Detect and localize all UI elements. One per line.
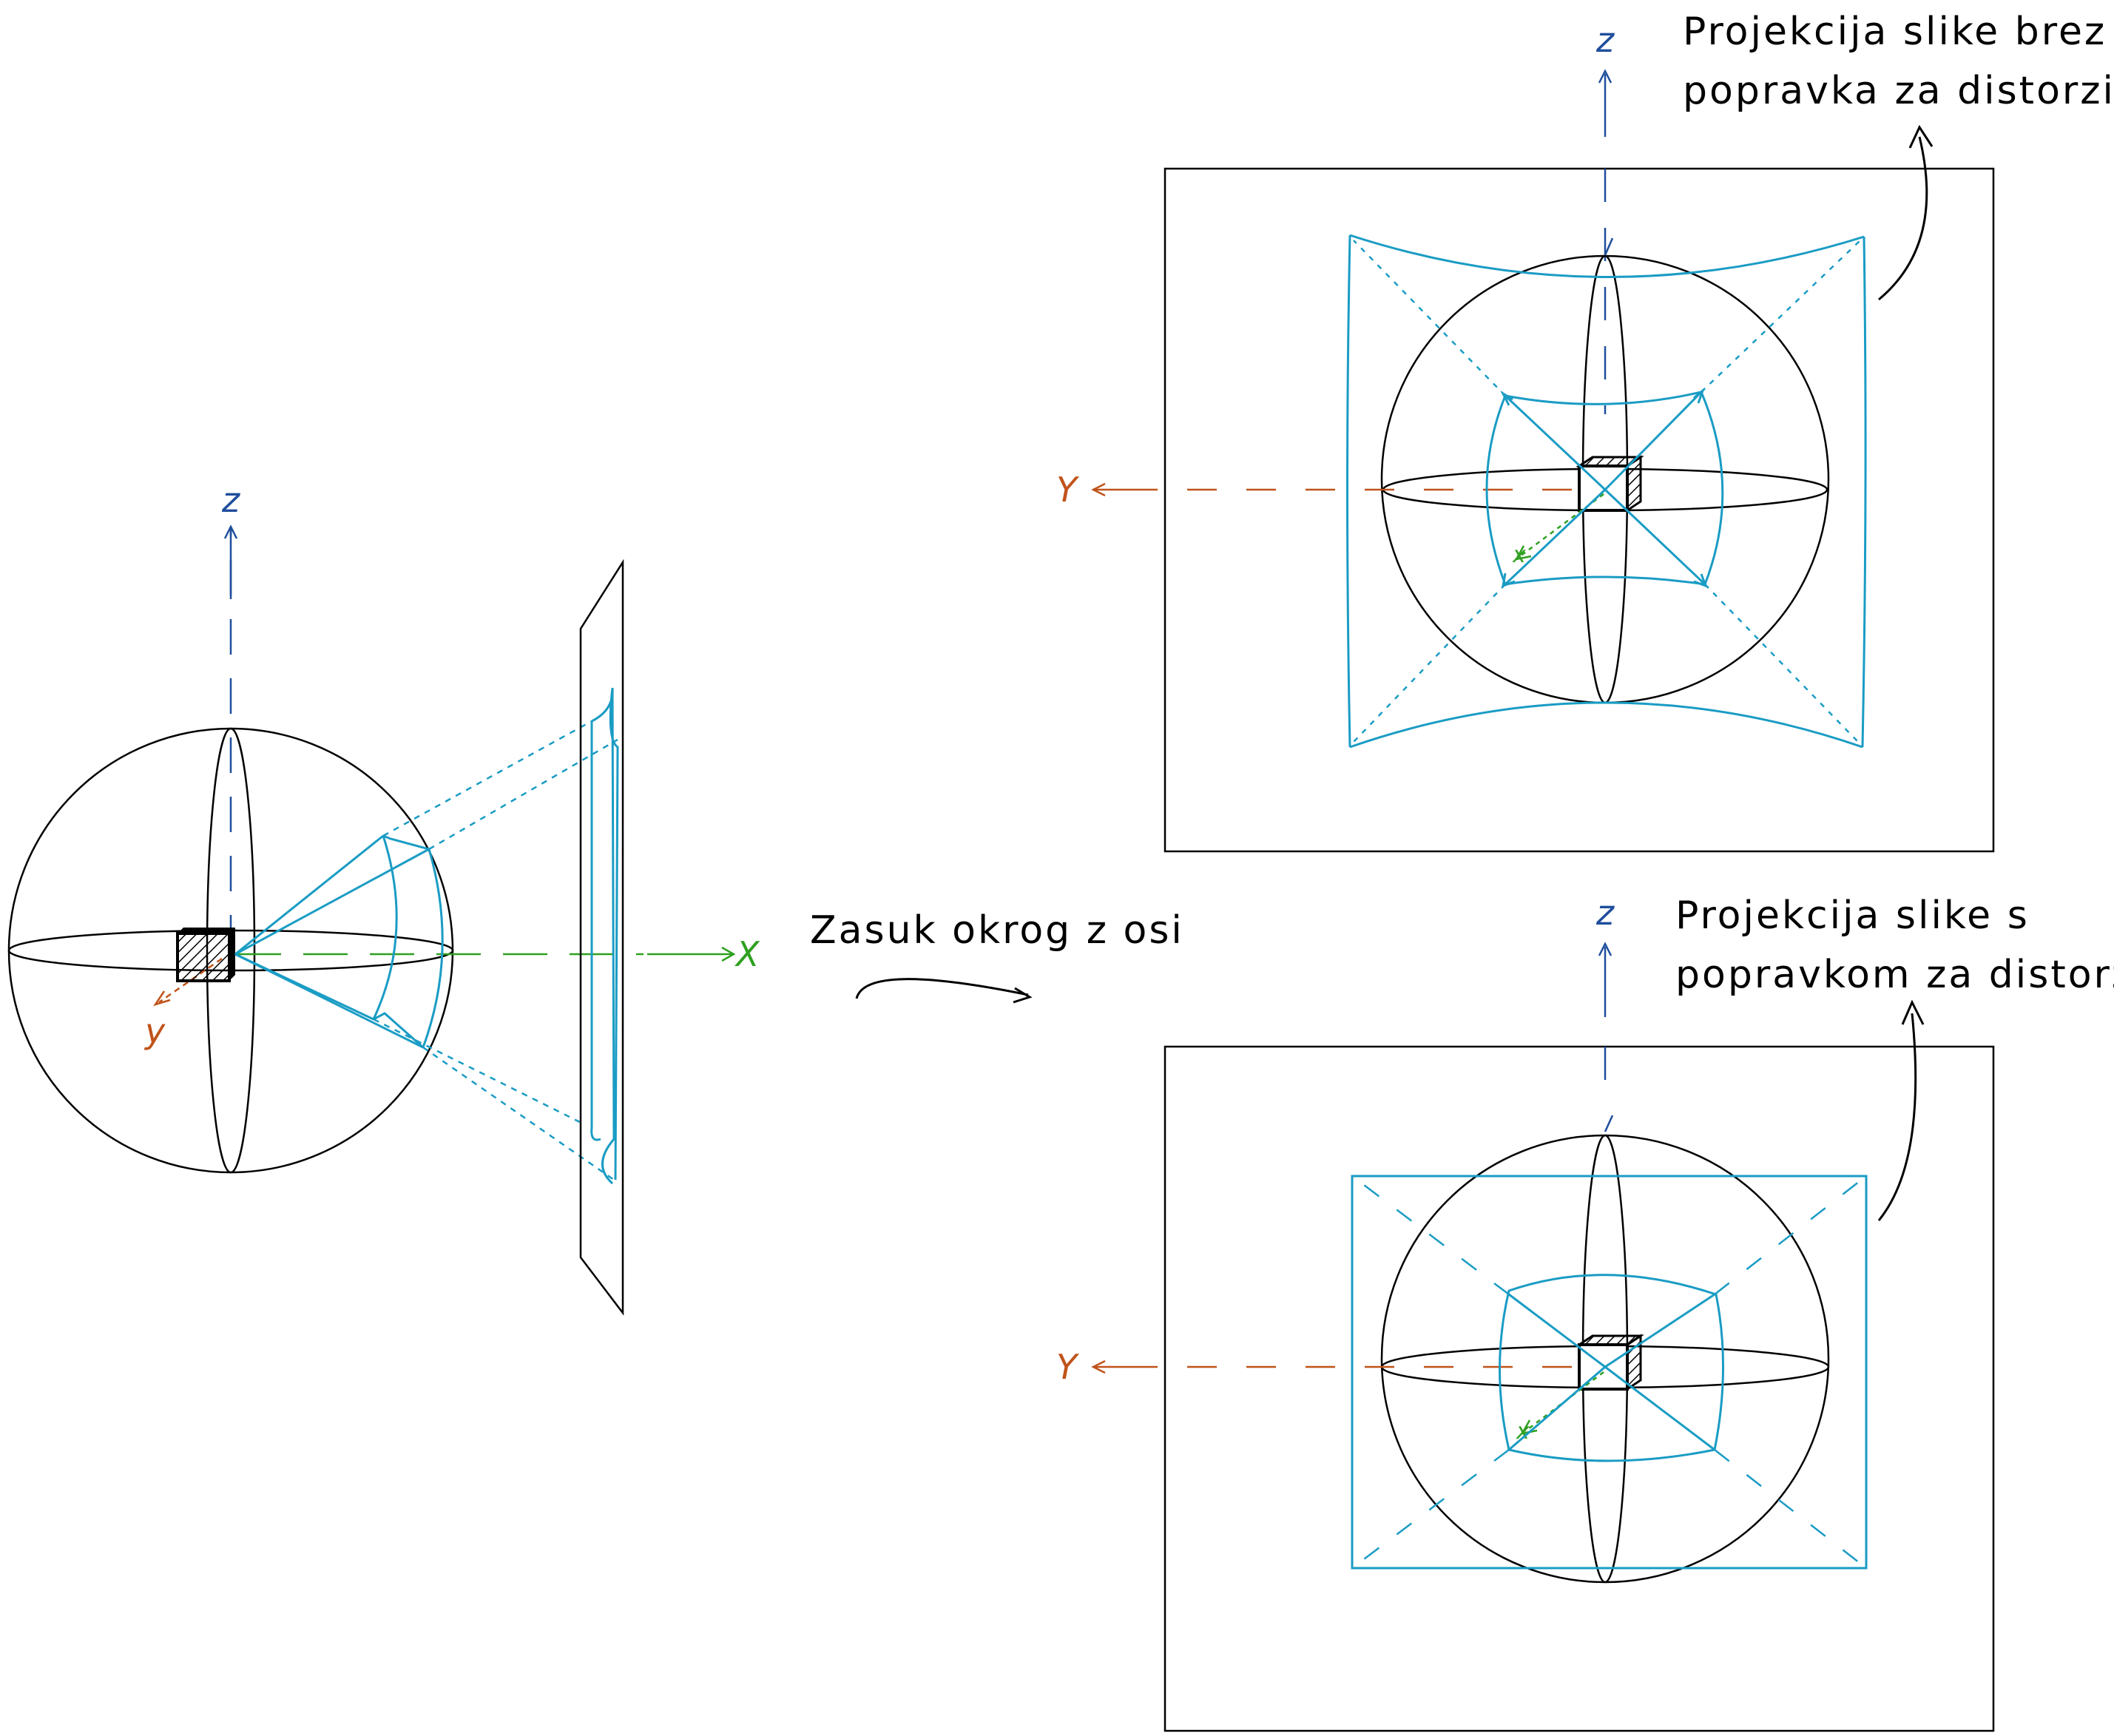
bottom-outer-rays — [1351, 1175, 1867, 1569]
bottom-panel: z Y x — [1056, 893, 2114, 1732]
left-z-axis — [223, 524, 238, 950]
top-panel-frame — [1164, 167, 1995, 853]
rotation-arrow — [855, 978, 1033, 1004]
left-y-label: y — [143, 1011, 166, 1051]
top-y-label: Y — [1056, 470, 1080, 510]
top-note-arrow — [1878, 124, 1934, 301]
bottom-outer-image — [1351, 1175, 1868, 1570]
left-projected-image — [590, 687, 619, 1185]
left-camera-cube — [176, 928, 235, 982]
bottom-z-label: z — [1595, 893, 1615, 933]
top-x-label: x — [1512, 542, 1526, 568]
left-image-plane — [579, 558, 624, 1316]
bottom-panel-frame — [1164, 1045, 1995, 1732]
bottom-inner-image — [1499, 1274, 1725, 1462]
top-panel: z Y x — [1056, 10, 2114, 853]
left-x-label: X — [735, 934, 760, 974]
top-z-label: z — [1595, 20, 1615, 60]
left-x-axis — [237, 946, 736, 962]
bottom-note-line1: Projekcija slike s — [1675, 894, 2030, 938]
bottom-y-label: Y — [1056, 1347, 1080, 1387]
top-outer-image — [1346, 234, 1867, 749]
bottom-note-arrow — [1877, 999, 1925, 1221]
top-x-axis — [1514, 493, 1604, 561]
top-z-axis — [1598, 69, 1612, 414]
rotation-note: Zasuk okrog z osi — [810, 908, 1184, 953]
top-inner-image — [1485, 387, 1724, 588]
bottom-z-axis — [1598, 942, 1614, 1132]
left-view: z X y — [7, 480, 760, 1316]
top-note-line2: popravka za distorzijo — [1683, 69, 2114, 113]
bottom-x-axis — [1520, 1371, 1604, 1435]
bottom-note-line2: popravkom za distorzijo — [1675, 953, 2114, 997]
left-projection-patch — [234, 834, 444, 1049]
top-y-axis — [1091, 482, 1579, 497]
bottom-y-axis — [1091, 1360, 1579, 1374]
top-outer-rays — [1353, 240, 1861, 743]
left-z-label: z — [221, 480, 240, 520]
top-note-line1: Projekcija slike brez — [1683, 10, 2107, 54]
left-projection-rays — [373, 720, 618, 1181]
bottom-x-label: x — [1516, 1419, 1530, 1445]
